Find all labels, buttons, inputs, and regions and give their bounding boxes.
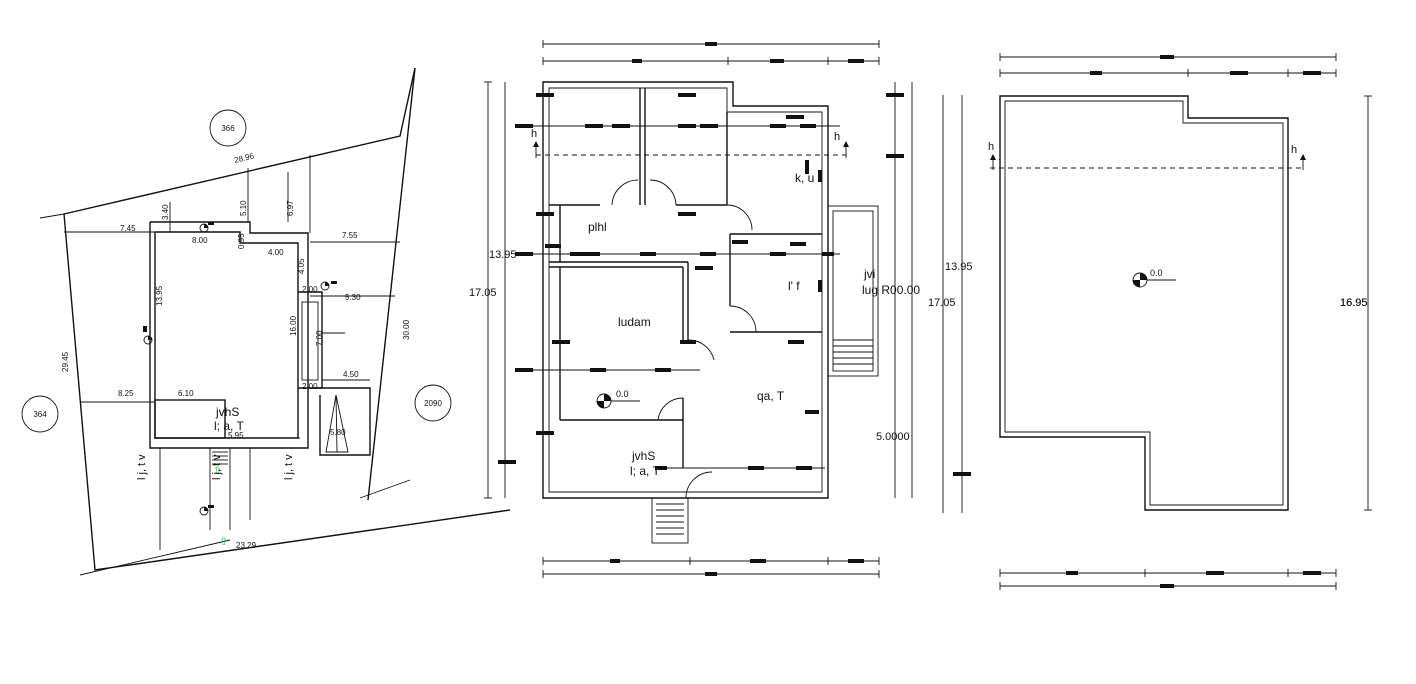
- dimension-label: 2.00: [302, 382, 318, 391]
- dimension-label: 4.00: [268, 248, 284, 257]
- front-steps: [651, 497, 689, 544]
- level-label: 0.0: [1150, 268, 1163, 278]
- dimension-label: 13.95: [155, 285, 164, 306]
- dimension-label: 16.00: [289, 315, 298, 336]
- room-label: ludam: [618, 315, 651, 329]
- section-mark: h: [1291, 144, 1297, 156]
- dimension-label: 23.29: [236, 541, 257, 550]
- level-marker-icon: [1132, 272, 1176, 288]
- roof-plan: h h 0.0 16.95: [988, 53, 1372, 590]
- dimension-label: 2.00: [302, 285, 318, 294]
- room-label: l; a, T: [630, 464, 660, 478]
- dimension-label: 6.10: [178, 389, 194, 398]
- interior-walls: [549, 88, 822, 468]
- road-label: l j, t v: [136, 454, 148, 480]
- dimension-label: 7.45: [120, 224, 136, 233]
- plot-bubble: [209, 109, 247, 147]
- floor-plan: h h: [469, 40, 1368, 588]
- site-building-outline: [149, 221, 309, 449]
- room-label: k, u: [795, 171, 814, 185]
- plot-number-label: 364: [33, 410, 47, 419]
- plot-boundary-left: [63, 213, 511, 571]
- road-label: l j, t v: [211, 454, 223, 480]
- dimension-label: 4.50: [343, 370, 359, 379]
- section-mark: h: [834, 131, 840, 143]
- dimension-label: 3.40: [161, 204, 170, 220]
- road-label: l j, t v: [283, 454, 295, 480]
- dimension-label: 6.97: [286, 200, 295, 216]
- plot-number-label: 2090: [424, 399, 442, 408]
- room-label: lug R00.00: [862, 283, 920, 297]
- dimension-label: 5.95: [228, 431, 244, 440]
- door-swings: [611, 179, 757, 499]
- dimension-label: 16.95: [1340, 297, 1368, 309]
- dimension-label: 4.05: [297, 258, 306, 274]
- room-label: qa, T: [757, 389, 785, 403]
- level-marker-icon: [199, 505, 214, 516]
- site-dimensions: 28.96 7.45 3.40 5.10 6.97 7.55 8.00 0.95…: [61, 151, 411, 550]
- room-label: jvi: [863, 267, 875, 281]
- dimension-label: 8.25: [118, 389, 134, 398]
- dimension-label: 17.05: [928, 297, 956, 309]
- level-label: 0.0: [616, 389, 629, 399]
- dimension-label: 13.95: [489, 249, 517, 261]
- floor-plan-outline: [542, 81, 829, 499]
- dimension-label: 17.05: [469, 287, 497, 299]
- room-label: plhl: [588, 220, 607, 234]
- room-label: l' f: [788, 279, 800, 293]
- dimension-label: 5.0000: [876, 431, 910, 443]
- dimension-label: 29.45: [61, 351, 70, 372]
- roof-outline: [999, 95, 1289, 511]
- roof-hatch: [1004, 100, 1284, 506]
- dimension-label: 7.55: [342, 231, 358, 240]
- level-marker-icon: [320, 281, 337, 291]
- room-label: jvhS: [215, 405, 239, 419]
- level-marker-icon: [596, 393, 640, 409]
- plot-bubble: [414, 384, 452, 422]
- dimension-label: 16.95: [1340, 297, 1368, 309]
- room-label: jvhS: [631, 449, 655, 463]
- dimension-label: 13.95: [945, 261, 973, 273]
- dimension-label: 8.00: [192, 236, 208, 245]
- plot-boundary-right: [367, 67, 416, 501]
- plot-number-label: 366: [221, 124, 235, 133]
- dimension-label: 30.00: [402, 319, 411, 340]
- plot-boundary-top: [63, 67, 416, 215]
- dimension-label: 5.30: [345, 293, 361, 302]
- north-arrow-icon: ⇧: [219, 536, 228, 548]
- level-marker-icon: [199, 222, 214, 233]
- section-mark: h: [531, 128, 537, 140]
- level-marker-icon: [143, 326, 153, 345]
- dimension-label: 7.00: [315, 330, 324, 346]
- plot-bubble: [21, 395, 59, 433]
- dimension-label: 5.10: [239, 200, 248, 216]
- room-label: l; a, T: [214, 419, 244, 433]
- side-porch: [827, 205, 879, 377]
- roof-dimension-lines: [999, 53, 1372, 590]
- dimension-label: 5.80: [330, 428, 346, 437]
- site-plan: ⇧ ⇧ 366 364 2090 28.96 7.45 3.40 5.10 6.…: [21, 67, 511, 576]
- entry-arrow-icon: ⇧: [213, 465, 222, 477]
- dimension-label: 0.95: [237, 233, 246, 249]
- dimension-label: 28.96: [233, 151, 255, 165]
- section-mark: h: [988, 141, 994, 153]
